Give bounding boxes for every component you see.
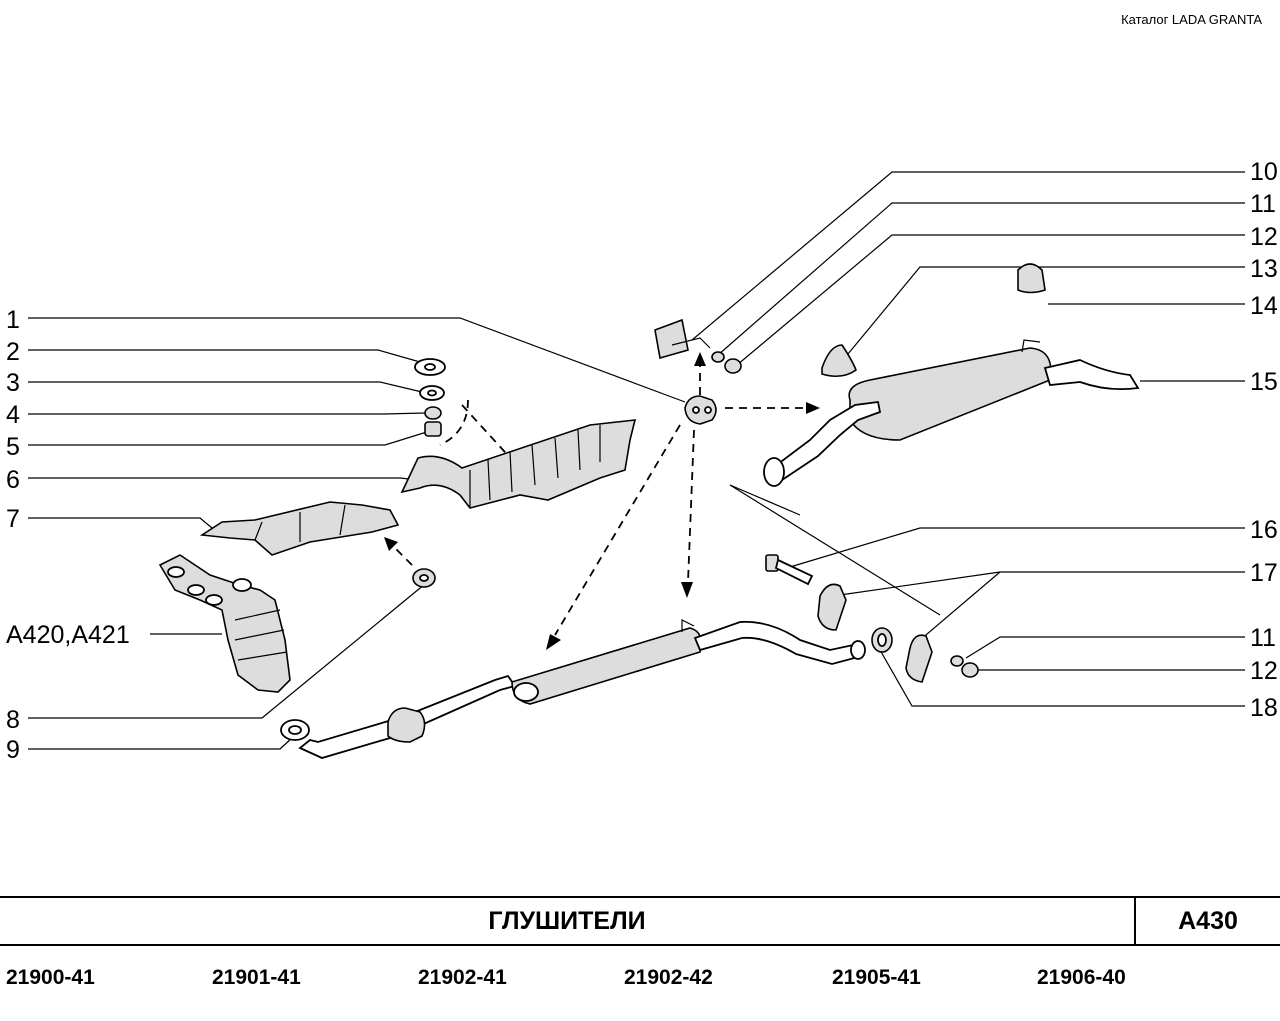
label-17: 17 (1250, 559, 1278, 587)
label-10: 10 (1250, 158, 1278, 186)
middle-muffler (511, 619, 866, 705)
washer-part-11b (950, 655, 964, 667)
hanger-part-14 (1017, 263, 1046, 294)
label-11b: 11 (1250, 624, 1276, 652)
label-16: 16 (1250, 516, 1278, 544)
rubber-bump-part-13 (821, 344, 857, 378)
label-7: 7 (6, 505, 20, 533)
label-12: 12 (1250, 223, 1278, 251)
clamp-part-17a (817, 583, 847, 631)
rear-muffler-part-15 (763, 339, 1140, 487)
bracket-part-10 (654, 318, 711, 360)
exhaust-system-diagram: 1 2 3 4 5 6 7 A420,A421 8 9 10 11 12 13 … (6, 158, 1278, 764)
front-pipe-part-9 (280, 674, 517, 759)
leader-lines-right (691, 171, 1245, 707)
heat-shield-part-6 (400, 419, 637, 509)
model-code: 21900-41 (6, 966, 95, 989)
label-3: 3 (6, 369, 20, 397)
nut-part-12 (724, 358, 742, 374)
rubber-hanger-part-1 (684, 395, 717, 425)
catalog-header: Каталог LADA GRANTA (1121, 12, 1262, 27)
section-code: A430 (1178, 907, 1238, 935)
model-code: 21902-42 (624, 966, 713, 989)
nut-part-12b (961, 662, 979, 678)
nut-part-4 (424, 406, 442, 420)
model-code: 21902-41 (418, 966, 507, 989)
label-11: 11 (1250, 190, 1276, 218)
exhaust-manifold-catalyst (158, 554, 291, 693)
leader-lines-left (28, 317, 686, 750)
label-9: 9 (6, 736, 20, 764)
nut-part-5 (424, 421, 442, 437)
model-list: 21900-41 21901-41 21902-41 21902-42 2190… (0, 966, 1280, 996)
label-13: 13 (1250, 255, 1278, 283)
label-6: 6 (6, 466, 20, 494)
model-code: 21901-41 (212, 966, 301, 989)
label-14: 14 (1250, 292, 1278, 320)
label-15: 15 (1250, 368, 1278, 396)
title-bar: ГЛУШИТЕЛИ A430 (0, 896, 1280, 946)
label-1: 1 (6, 306, 20, 334)
label-4: 4 (6, 401, 20, 429)
bolt-part-16 (765, 554, 814, 586)
model-code: 21905-41 (832, 966, 921, 989)
section-title: ГЛУШИТЕЛИ (0, 898, 1136, 944)
heat-shield-part-7 (199, 501, 400, 556)
label-a420-a421: A420,A421 (6, 621, 130, 649)
label-12b: 12 (1250, 657, 1278, 685)
label-8: 8 (6, 706, 20, 734)
dashed-arrows (384, 352, 820, 650)
label-5: 5 (6, 433, 20, 461)
washer-part-11 (711, 351, 725, 363)
label-2: 2 (6, 338, 20, 366)
label-18: 18 (1250, 694, 1278, 722)
clamp-part-17b (905, 634, 933, 683)
model-code: 21906-40 (1037, 966, 1126, 989)
